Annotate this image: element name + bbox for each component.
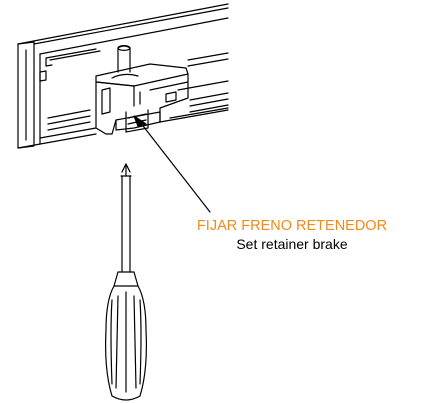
retainer-brake: [95, 44, 189, 135]
callout-leader-line: [139, 121, 211, 213]
rail: [17, 3, 229, 149]
screwdriver: [105, 163, 147, 401]
callout-arrowhead: [133, 115, 147, 127]
callout-label-spanish: FIJAR FRENO RETENEDOR: [196, 218, 388, 234]
callout-label-english: Set retainer brake: [236, 236, 348, 252]
